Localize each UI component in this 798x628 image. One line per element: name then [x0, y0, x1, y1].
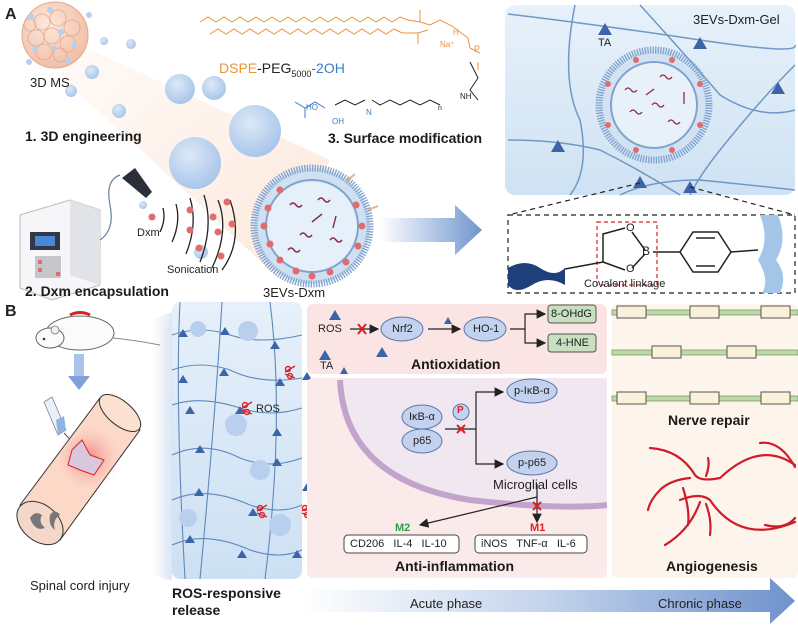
ta-triangles-a: [551, 23, 785, 193]
phospho-node: [452, 403, 470, 421]
panel-a-label: A: [5, 6, 17, 23]
anti-inflammation-title: Anti-inflammation: [395, 558, 514, 574]
release-label: ROS-responsive release: [172, 585, 281, 619]
dxm-molecules: [148, 198, 236, 260]
ikba-label: IκB-α: [409, 411, 435, 423]
m2-markers: CD206 IL-4 IL-10: [350, 538, 447, 550]
hydroxyl-label-2: OH: [332, 117, 344, 126]
m1-label: M1: [530, 522, 546, 534]
p-p65-label: p-p65: [518, 457, 547, 469]
ta-label-b: TA: [320, 360, 334, 372]
nrf2-node: [380, 316, 424, 342]
inhibit-x-icons: [456, 424, 542, 511]
hydroxyl-label-1: HO: [306, 103, 318, 112]
m2-label: M2: [395, 522, 411, 534]
antiox-arrows: [350, 309, 547, 348]
diol-chain: [294, 101, 326, 118]
4-hne-label: 4-HNE: [556, 337, 590, 349]
gel-title: 3EVs-Dxm-Gel: [693, 12, 780, 27]
sonication-waves: [159, 194, 236, 271]
amine-label: NH: [460, 92, 472, 101]
p-ikba-node: [506, 378, 558, 404]
phosphorus-label: P: [474, 44, 481, 54]
release-label-line1: ROS-responsive: [172, 585, 281, 601]
step-1-label: 1. 3D engineering: [25, 128, 142, 144]
down-arrow: [68, 354, 90, 390]
peg-chain: [334, 61, 479, 106]
dspe-label: DSPE: [219, 60, 258, 76]
nrf2-label: Nrf2: [392, 323, 413, 335]
boronate-ester-structure: [508, 215, 784, 293]
acute-phase-label: Acute phase: [410, 596, 483, 611]
m1-marker-box: [474, 534, 588, 554]
4-hne-box: [547, 333, 597, 353]
p65-node: [401, 428, 443, 454]
gel-network-lines: [507, 4, 796, 196]
peg-label: -PEG: [257, 60, 292, 76]
sonicator-device-icon: [19, 168, 152, 301]
release-label-line2: release: [172, 602, 221, 618]
nfkb-arrows: [418, 387, 542, 528]
sonication-label: Sonication: [167, 264, 219, 276]
nitrogen-label: N: [366, 108, 372, 117]
blood-vessels-icon: [646, 441, 797, 547]
step-3-label: 3. Surface modification: [328, 130, 483, 146]
antiox-triangles: [319, 310, 452, 374]
microglia-label: Microglial cells: [493, 477, 578, 492]
repeat-n-label: n: [438, 105, 442, 112]
angiogenesis-label: Angiogenesis: [666, 558, 758, 574]
nerve-repair-label: Nerve repair: [668, 412, 750, 428]
oxygen-bottom-label: O: [626, 263, 635, 275]
ho1-node: [463, 316, 507, 342]
inhibit-x-icon: [357, 323, 367, 335]
microglial-membrane: [337, 379, 608, 510]
panel-b-label: B: [5, 303, 17, 320]
zoom-guides: [507, 182, 796, 294]
ros-scissor-label: ROS: [256, 403, 280, 415]
m2-marker-box: [343, 534, 460, 554]
sci-label: Spinal cord injury: [30, 578, 130, 593]
dspe-chains: [199, 10, 481, 70]
peg-subscript: 5000: [291, 68, 312, 79]
gel-ev-icon: [595, 46, 713, 164]
spheroid-icon: [21, 1, 92, 69]
spheroid-label: 3D MS: [30, 75, 70, 90]
sodium-label: Na⁺: [440, 40, 455, 49]
repair-panel: [612, 304, 798, 578]
chronic-phase-label: Chronic phase: [658, 596, 742, 611]
p-ikba-label: p-IκB-α: [514, 385, 550, 397]
ev-vesicle-icon: [250, 164, 379, 288]
p-p65-node: [506, 450, 558, 476]
8-ohdg-box: [547, 304, 597, 324]
covalent-linkage-label: Covalent linkage: [584, 278, 666, 290]
p65-label: p65: [413, 435, 432, 447]
ho1-label: HO-1: [473, 323, 500, 335]
antioxidation-title: Antioxidation: [411, 356, 501, 372]
step-2-label: 2. Dxm encapsulation: [25, 283, 169, 299]
boron-label: B: [642, 244, 651, 258]
nerve-fibers-icon: [611, 305, 798, 405]
m1-markers: iNOS TNF-α IL-6: [481, 538, 576, 550]
phase-arrow: [300, 578, 795, 624]
phospho-label: P: [457, 405, 464, 416]
scissors-icons: [241, 365, 313, 519]
oxygen-top-label: O: [626, 222, 635, 234]
oh-label: -2OH: [311, 60, 345, 76]
zoom-fan: [150, 312, 172, 580]
dxm-label: Dxm: [137, 227, 160, 239]
ta-label-a: TA: [598, 37, 612, 49]
mouse-icon: [35, 311, 161, 351]
polymer-name: DSPE-PEG5000-2OH: [219, 60, 345, 79]
hydrogen-label: H: [453, 28, 459, 37]
ros-label: ROS: [318, 323, 342, 335]
evs-dxm-label: 3EVs-Dxm: [263, 285, 326, 300]
8-ohdg-label: 8-OHdG: [551, 308, 592, 320]
spinal-cord-icon: [16, 393, 142, 546]
process-arrow: [380, 205, 482, 255]
